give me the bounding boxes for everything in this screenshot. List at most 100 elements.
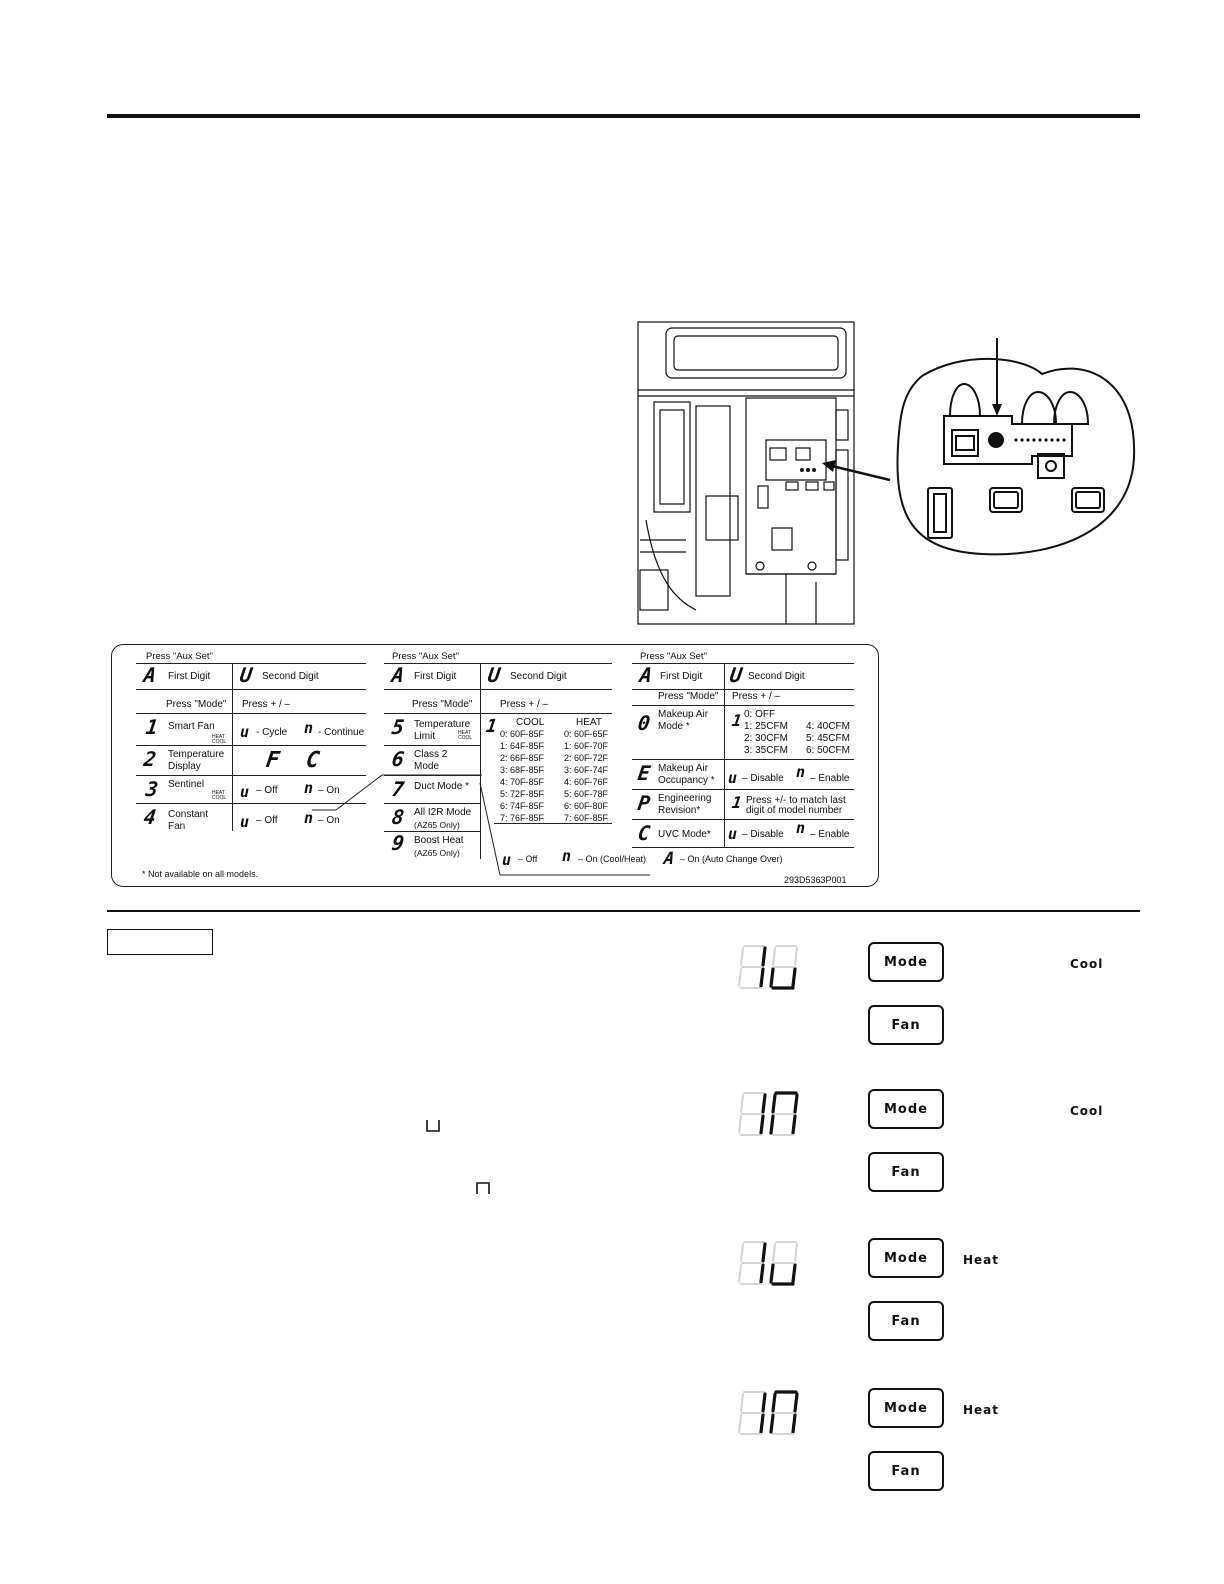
cool-range-3: 3: 68F-85F <box>500 765 545 775</box>
first-digit-glyph: A <box>142 663 158 687</box>
setting-digit-c: C <box>636 821 652 845</box>
revision-desc-2: digit of model number <box>746 805 843 816</box>
revision-label-2: Revision* <box>658 805 701 816</box>
makeup-air-label-2: Mode * <box>658 721 690 732</box>
first-digit-glyph: A <box>638 663 654 687</box>
heat-header: HEAT <box>576 717 602 728</box>
first-digit-glyph: A <box>390 663 406 687</box>
segment-display <box>730 944 800 990</box>
constant-fan-label-2: Fan <box>168 821 186 832</box>
section-rule <box>107 910 1140 912</box>
heat-range-3: 3: 60F-74F <box>564 765 609 775</box>
press-plus-minus-label: Press + / – <box>242 699 291 710</box>
chart-column-2: Press "Aux Set" A First Digit U Second D… <box>384 649 612 859</box>
revision-desc-1: Press +/- to match last <box>746 795 846 806</box>
setting-digit-p: P <box>636 791 652 815</box>
smart-fan-continue: - Continue <box>318 727 365 738</box>
second-digit-u-symbol <box>426 1120 440 1132</box>
mode-button[interactable]: Mode <box>868 1089 944 1129</box>
part-number: 293D5363P001 <box>784 875 847 885</box>
mode-indicator-label: Heat <box>963 1253 1000 1267</box>
segment-display <box>730 1091 800 1137</box>
chart-column-1: Press "Aux Set" A First Digit U Second D… <box>136 649 366 849</box>
setting-digit-2: 2 <box>142 747 158 771</box>
setting-digit-0: 0 <box>636 711 652 735</box>
mode-button[interactable]: Mode <box>868 942 944 982</box>
occupancy-label-1: Makeup Air <box>658 763 709 774</box>
mode-indicator-label: Heat <box>963 1403 1000 1417</box>
cool-range-1: 1: 64F-85F <box>500 741 545 751</box>
heat-range-2: 2: 60F-72F <box>564 753 609 763</box>
constant-fan-on: – On <box>318 815 340 826</box>
aux-settings-chart: Press "Aux Set" A First Digit U Second D… <box>111 644 879 887</box>
makeup-value-digit: 1 <box>730 711 744 730</box>
cfm-50: 6: 50CFM <box>806 745 850 756</box>
heat-range-4: 4: 60F-76F <box>564 777 609 787</box>
temp-limit-label-2: Limit <box>414 731 436 742</box>
second-digit-label: Second Digit <box>262 671 319 682</box>
smart-fan-label: Smart Fan <box>168 721 215 732</box>
press-aux-set-label: Press "Aux Set" <box>146 651 213 662</box>
smart-fan-cycle: - Cycle <box>256 727 288 738</box>
boost-heat-label-2: (AZ65 Only) <box>414 848 460 858</box>
cool-range-6: 6: 74F-85F <box>500 801 545 811</box>
cool-range-5: 5: 72F-85F <box>500 789 545 799</box>
footnote: * Not available on all models. <box>142 869 259 879</box>
second-digit-label: Second Digit <box>748 671 805 682</box>
boost-heat-label-1: Boost Heat <box>414 835 464 846</box>
sentinel-on: – On <box>318 785 340 796</box>
heat-mini-label: HEAT <box>212 734 225 740</box>
cfm-45: 5: 45CFM <box>806 733 850 744</box>
cfm-40: 4: 40CFM <box>806 721 850 732</box>
mode-button[interactable]: Mode <box>868 1238 944 1278</box>
duct-mode-bracket <box>312 774 650 876</box>
segment-display <box>730 1390 800 1436</box>
heat-range-6: 6: 60F-80F <box>564 801 609 811</box>
occupancy-label-2: Occupancy * <box>658 775 715 786</box>
press-aux-set-label: Press "Aux Set" <box>392 651 459 662</box>
revision-value-digit: 1 <box>730 793 744 812</box>
second-digit-glyph: U <box>728 663 744 687</box>
press-aux-set-label: Press "Aux Set" <box>640 651 707 662</box>
first-digit-label: First Digit <box>168 671 211 682</box>
temp-display-label-2: Display <box>168 761 201 772</box>
second-digit-glyph: U <box>238 663 254 687</box>
occupancy-disable: – Disable <box>742 773 784 784</box>
heat-mini-label: HEAT <box>212 790 225 796</box>
setting-digit-e: E <box>636 761 652 785</box>
class2-label-1: Class 2 <box>414 749 448 760</box>
heat-range-7: 7: 60F-85F <box>564 813 609 823</box>
heat-mini-label: HEAT <box>458 730 471 736</box>
heat-range-0: 0: 60F-65F <box>564 729 609 739</box>
setting-digit-5: 5 <box>390 715 406 739</box>
constant-fan-label-1: Constant <box>168 809 209 820</box>
fan-button[interactable]: Fan <box>868 1301 944 1341</box>
cfm-30: 2: 30CFM <box>744 733 788 744</box>
sentinel-off: – Off <box>256 785 278 796</box>
temp-display-label-1: Temperature <box>168 749 225 760</box>
second-digit-glyph: U <box>486 663 502 687</box>
makeup-air-label-1: Makeup Air <box>658 709 709 720</box>
duct-mode-label: Duct Mode * <box>414 781 470 792</box>
cfm-off: 0: OFF <box>744 709 776 720</box>
uvc-enable: – Enable <box>810 829 850 840</box>
setting-digit-4: 4 <box>142 805 158 829</box>
fan-button[interactable]: Fan <box>868 1005 944 1045</box>
cool-range-0: 0: 60F-85F <box>500 729 545 739</box>
auto-change-glyph: A <box>662 849 676 869</box>
temp-limit-label-1: Temperature <box>414 719 471 730</box>
fan-button[interactable]: Fan <box>868 1451 944 1491</box>
cool-mini-label: COOL <box>212 739 227 745</box>
press-plus-minus-label: Press + / – <box>500 699 549 710</box>
cool-header: COOL <box>516 717 545 728</box>
mode-indicator-label: Cool <box>1070 957 1104 971</box>
all-i2r-label-2: (AZ65 Only) <box>414 820 460 830</box>
second-digit-label: Second Digit <box>510 671 567 682</box>
fan-button[interactable]: Fan <box>868 1152 944 1192</box>
unit-illustration <box>637 321 855 625</box>
mode-button[interactable]: Mode <box>868 1388 944 1428</box>
cool-range-7: 7: 76F-85F <box>500 813 545 823</box>
setting-digit-1: 1 <box>144 715 160 739</box>
duct-on-auto-change: – On (Auto Change Over) <box>680 854 783 864</box>
control-board-callout <box>896 338 1136 556</box>
